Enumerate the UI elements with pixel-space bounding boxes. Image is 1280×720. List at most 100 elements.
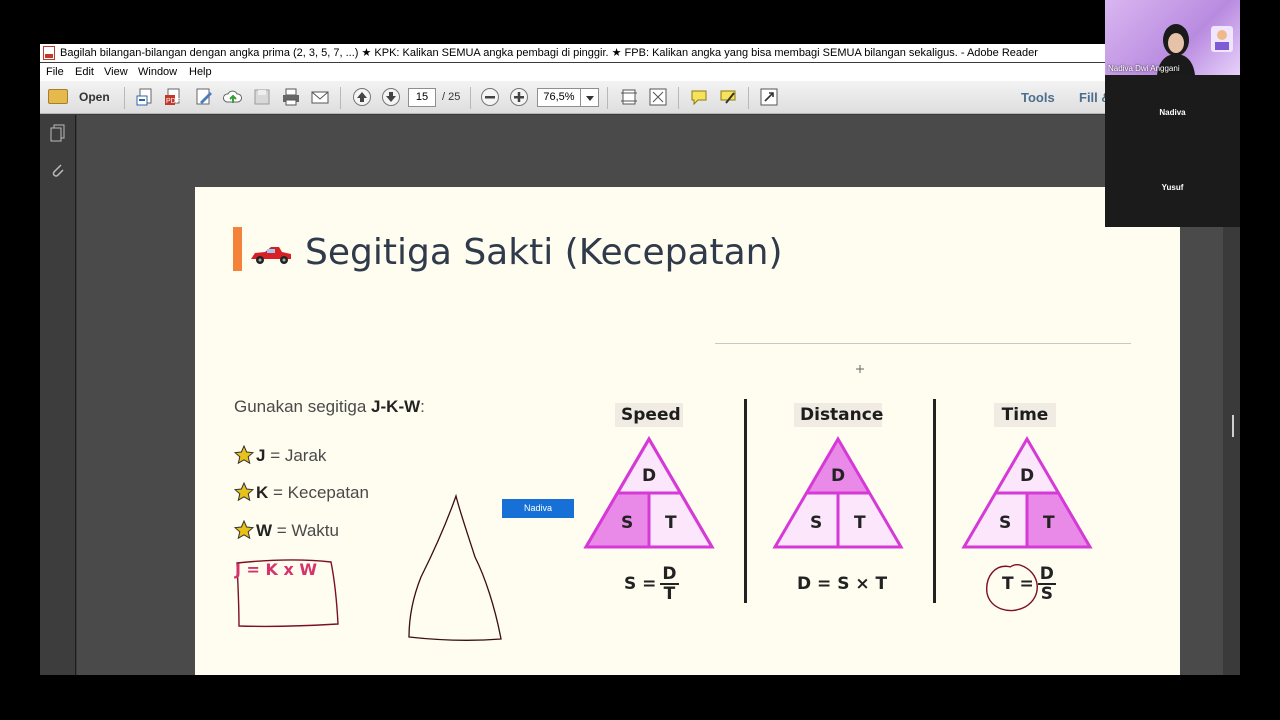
fill-sign-link[interactable]: Fill &: [1079, 90, 1111, 105]
speed-triangle: D S T: [583, 436, 715, 549]
page-total: / 25: [442, 91, 461, 103]
decorative-sticker-icon: [1211, 26, 1233, 52]
email-icon[interactable]: [310, 87, 330, 107]
page-thumbnails-icon[interactable]: [50, 124, 66, 142]
tools-link[interactable]: Tools: [1021, 90, 1055, 105]
host-name: Nadiva Dwi Anggani: [1108, 64, 1180, 73]
instruction-bold: J-K-W: [371, 397, 421, 416]
participant-name-yusuf: Yusuf: [1161, 183, 1184, 192]
item-text: = Waktu: [272, 521, 339, 540]
toolbar: Open PDF 15 / 25 76,5% Tools Fill &: [40, 81, 1240, 114]
star-icon: [234, 520, 254, 540]
full-screen-icon[interactable]: [648, 87, 668, 107]
column-divider-1: [744, 399, 747, 603]
move-cursor-icon: [856, 365, 864, 373]
title-bar: Bagilah bilangan-bilangan dengan angka p…: [40, 44, 1240, 62]
comment-icon[interactable]: [689, 87, 709, 107]
jkw-item-w: W = Waktu: [234, 520, 339, 542]
distance-triangle: D S T: [772, 436, 904, 549]
menu-help[interactable]: Help: [189, 66, 212, 78]
item-text: = Jarak: [265, 446, 327, 465]
vertical-scrollbar[interactable]: [1223, 115, 1240, 675]
previous-page-icon[interactable]: [352, 87, 372, 107]
zoom-in-icon[interactable]: [509, 87, 529, 107]
tri-left-s: S: [621, 513, 633, 533]
menu-bar: File Edit View Window Help: [40, 63, 1240, 81]
speed-numerator: D: [660, 564, 679, 585]
open-label: Open: [79, 90, 110, 104]
edit-pdf-icon[interactable]: [194, 87, 214, 107]
adobe-reader-window: Bagilah bilangan-bilangan dengan angka p…: [40, 44, 1240, 675]
time-label: Time: [994, 403, 1056, 427]
zoom-dropdown-button[interactable]: [581, 88, 599, 107]
time-denominator: S: [1040, 584, 1053, 604]
fit-page-icon[interactable]: [619, 87, 639, 107]
instruction-prefix: Gunakan segitiga: [234, 397, 372, 416]
participant-name-nadiva: Nadiva: [1159, 108, 1186, 117]
tri-left-s: S: [810, 513, 822, 533]
time-numerator: D: [1037, 564, 1056, 585]
race-car-icon: [251, 247, 291, 264]
annotator-label: Nadiva: [502, 499, 574, 518]
speed-denominator: T: [663, 584, 676, 604]
folder-icon: [48, 89, 68, 104]
host-video-tile[interactable]: Nadiva Dwi Anggani: [1105, 0, 1240, 75]
print-icon[interactable]: [281, 87, 301, 107]
pdf-file-icon: [43, 46, 55, 60]
distance-label: Distance: [794, 403, 883, 427]
upload-cloud-icon[interactable]: [223, 87, 243, 107]
combine-files-icon[interactable]: PDF: [164, 87, 184, 107]
menu-window[interactable]: Window: [138, 66, 178, 78]
svg-text:PDF: PDF: [166, 98, 180, 105]
title-accent-bar: [233, 227, 242, 271]
menu-view[interactable]: View: [104, 66, 128, 78]
page-number-input[interactable]: 15: [408, 88, 436, 107]
scrollbar-thumb[interactable]: [1232, 415, 1234, 437]
zoom-input[interactable]: 76,5%: [537, 88, 581, 107]
menu-edit[interactable]: Edit: [75, 66, 94, 78]
zoom-out-icon[interactable]: [480, 87, 500, 107]
star-icon: [234, 445, 254, 465]
jkw-instruction: Gunakan segitiga J-K-W:: [234, 397, 425, 417]
section-divider: [715, 343, 1131, 344]
expand-icon[interactable]: [759, 87, 779, 107]
tri-top-d: D: [831, 466, 845, 486]
speed-lhs: S =: [624, 574, 657, 594]
document-viewport[interactable]: Segitiga Sakti (Kecepatan) Gunakan segit…: [77, 115, 1223, 675]
jkw-item-k: K = Kecepatan: [234, 482, 369, 504]
tri-top-d: D: [642, 466, 656, 486]
time-triangle: D S T: [961, 436, 1093, 549]
tri-right-t: T: [854, 513, 866, 533]
jkw-item-j: J = Jarak: [234, 445, 326, 467]
participant-avatar: [1157, 24, 1195, 75]
slide-title: Segitiga Sakti (Kecepatan): [249, 227, 783, 279]
star-icon: [234, 482, 254, 502]
save-icon[interactable]: [252, 87, 272, 107]
open-button[interactable]: Open: [48, 87, 118, 107]
item-text: = Kecepatan: [268, 483, 369, 502]
column-divider-2: [933, 399, 936, 603]
slide-title-text: Segitiga Sakti (Kecepatan): [305, 232, 783, 273]
create-pdf-icon[interactable]: [136, 87, 156, 107]
next-page-icon[interactable]: [381, 87, 401, 107]
item-key: K: [256, 483, 269, 502]
video-call-panel: Nadiva Dwi Anggani Nadiva Yusuf: [1105, 0, 1240, 227]
pdf-page: Segitiga Sakti (Kecepatan) Gunakan segit…: [195, 187, 1180, 675]
attachments-icon[interactable]: [50, 162, 66, 180]
highlight-icon[interactable]: [718, 87, 738, 107]
jkw-formula: J = K x W: [235, 560, 318, 579]
time-lhs: T =: [1002, 574, 1034, 594]
instruction-suffix: :: [420, 397, 425, 416]
item-key: W: [256, 521, 273, 540]
speed-label: Speed: [615, 403, 683, 427]
tri-right-t: T: [1043, 513, 1055, 533]
tri-right-t: T: [665, 513, 677, 533]
tri-top-d: D: [1020, 466, 1034, 486]
menu-file[interactable]: File: [46, 66, 64, 78]
window-title: Bagilah bilangan-bilangan dengan angka p…: [60, 47, 1038, 59]
tri-left-s: S: [999, 513, 1011, 533]
navigation-pane: [40, 115, 76, 675]
item-key: J: [256, 446, 266, 465]
